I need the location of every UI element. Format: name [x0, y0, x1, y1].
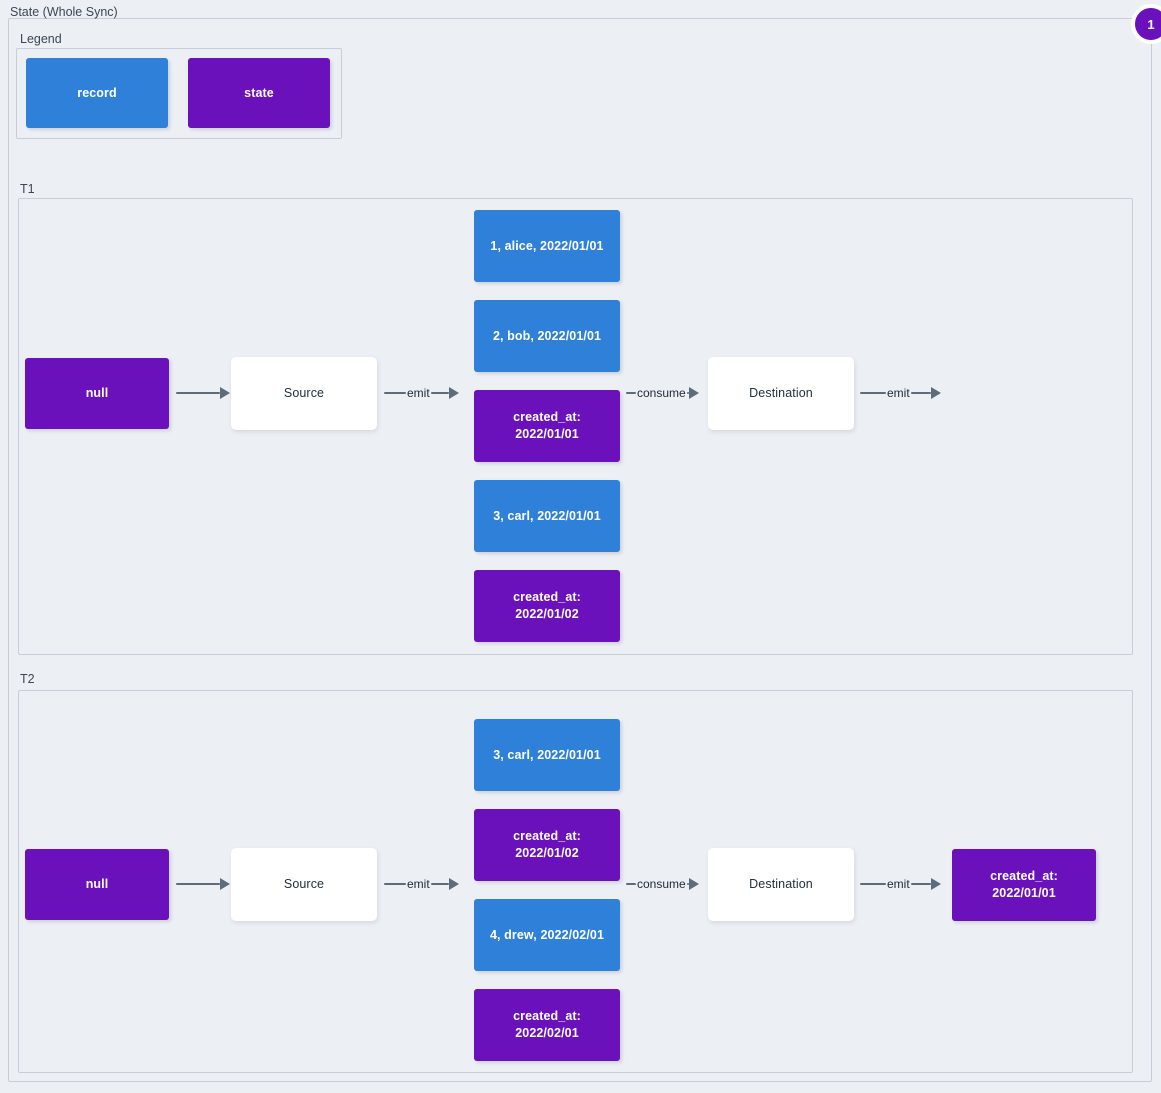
- t2-stream-item-2-label: 4, drew, 2022/02/01: [489, 927, 604, 942]
- t1-stream-item-4[interactable]: created_at: 2022/01/02: [474, 570, 620, 642]
- t1-initial-state[interactable]: null: [25, 358, 169, 429]
- t2-source-label: Source: [283, 877, 325, 892]
- t2-destination-label: Destination: [749, 877, 813, 892]
- group-t2-label: T2: [20, 672, 35, 686]
- t1-stream-item-3-label: 3, carl, 2022/01/01: [493, 508, 601, 523]
- t2-initial-state-label: null: [85, 877, 109, 892]
- legend-label-state: state: [244, 85, 274, 100]
- t1-stream-item-2-label: created_at: 2022/01/01: [513, 410, 581, 441]
- t1-destination-label: Destination: [749, 386, 813, 401]
- t2-stream-item-3-label: created_at: 2022/02/01: [513, 1009, 581, 1040]
- t1-stream-item-3[interactable]: 3, carl, 2022/01/01: [474, 480, 620, 552]
- t1-destination-node[interactable]: Destination: [708, 357, 854, 430]
- t2-source-node[interactable]: Source: [231, 848, 377, 921]
- t1-stream-item-4-label: created_at: 2022/01/02: [513, 590, 581, 621]
- t2-stream-item-1[interactable]: created_at: 2022/01/02: [474, 809, 620, 881]
- legend-swatch-state: state: [188, 58, 330, 128]
- t1-source-node[interactable]: Source: [231, 357, 377, 430]
- t1-initial-state-label: null: [85, 386, 109, 401]
- t1-stream-item-0[interactable]: 1, alice, 2022/01/01: [474, 210, 620, 282]
- legend-swatch-record: record: [26, 58, 168, 128]
- diagram-title: State (Whole Sync): [10, 5, 118, 19]
- t1-stream-item-1-label: 2, bob, 2022/01/01: [492, 328, 602, 343]
- t2-final-state-label: created_at: 2022/01/01: [990, 869, 1058, 900]
- t1-stream-item-2[interactable]: created_at: 2022/01/01: [474, 390, 620, 462]
- t2-stream-item-0[interactable]: 3, carl, 2022/01/01: [474, 719, 620, 791]
- t2-final-state[interactable]: created_at: 2022/01/01: [952, 849, 1096, 921]
- legend-title: Legend: [20, 32, 62, 46]
- t2-stream-item-2[interactable]: 4, drew, 2022/02/01: [474, 899, 620, 971]
- t2-initial-state[interactable]: null: [25, 849, 169, 920]
- t2-destination-node[interactable]: Destination: [708, 848, 854, 921]
- t2-stream-item-0-label: 3, carl, 2022/01/01: [493, 747, 601, 762]
- t1-source-label: Source: [283, 386, 325, 401]
- t1-stream-item-0-label: 1, alice, 2022/01/01: [490, 238, 604, 253]
- group-t1-label: T1: [20, 182, 35, 196]
- t2-stream-item-1-label: created_at: 2022/01/02: [513, 829, 581, 860]
- status-badge[interactable]: 1: [1131, 4, 1161, 44]
- t2-stream-item-3[interactable]: created_at: 2022/02/01: [474, 989, 620, 1061]
- t1-stream-item-1[interactable]: 2, bob, 2022/01/01: [474, 300, 620, 372]
- legend-label-record: record: [77, 85, 117, 100]
